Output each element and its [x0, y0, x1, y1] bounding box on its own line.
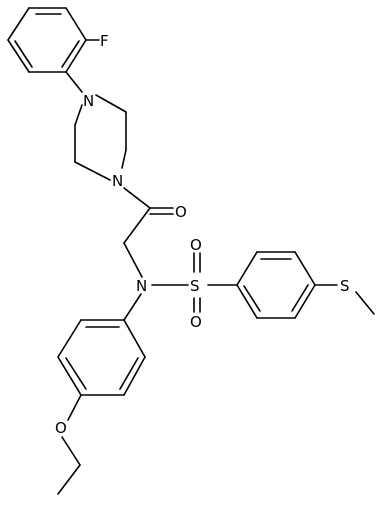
sulfonamide-n-label: N: [136, 277, 147, 295]
carbonyl-oxygen-label: O: [175, 203, 187, 221]
fluorophenyl-ring: [7, 7, 87, 73]
thioether-s-label: S: [340, 277, 350, 295]
ch2-ch3-bond: [57, 464, 81, 495]
sulfonyl-o-bottom-label: O: [190, 313, 202, 331]
piperazine-n-bottom-label: N: [112, 172, 123, 190]
s-methyl-bond: [355, 291, 375, 315]
sulfonyl-o-top-label: O: [190, 236, 202, 254]
aryl-n-bond: [65, 71, 83, 93]
methylthiophenyl-ring: [236, 251, 316, 319]
aryl-o-bond: [67, 394, 82, 421]
carbonyl-ch2-bond: [123, 207, 151, 244]
piperazine-ring: [74, 94, 127, 181]
ch2-n-bond: [123, 242, 143, 278]
sulfonyl-s-label: S: [190, 277, 200, 295]
piperazine-n-top-label: N: [83, 92, 94, 110]
ethoxyphenyl-ring: [57, 319, 146, 396]
o-ch2-bond: [61, 436, 81, 466]
n-carbonyl-bond: [123, 187, 151, 209]
n-aryl-bond: [123, 293, 142, 321]
fluorine-label: F: [100, 32, 109, 50]
ether-o-label: O: [55, 419, 67, 437]
